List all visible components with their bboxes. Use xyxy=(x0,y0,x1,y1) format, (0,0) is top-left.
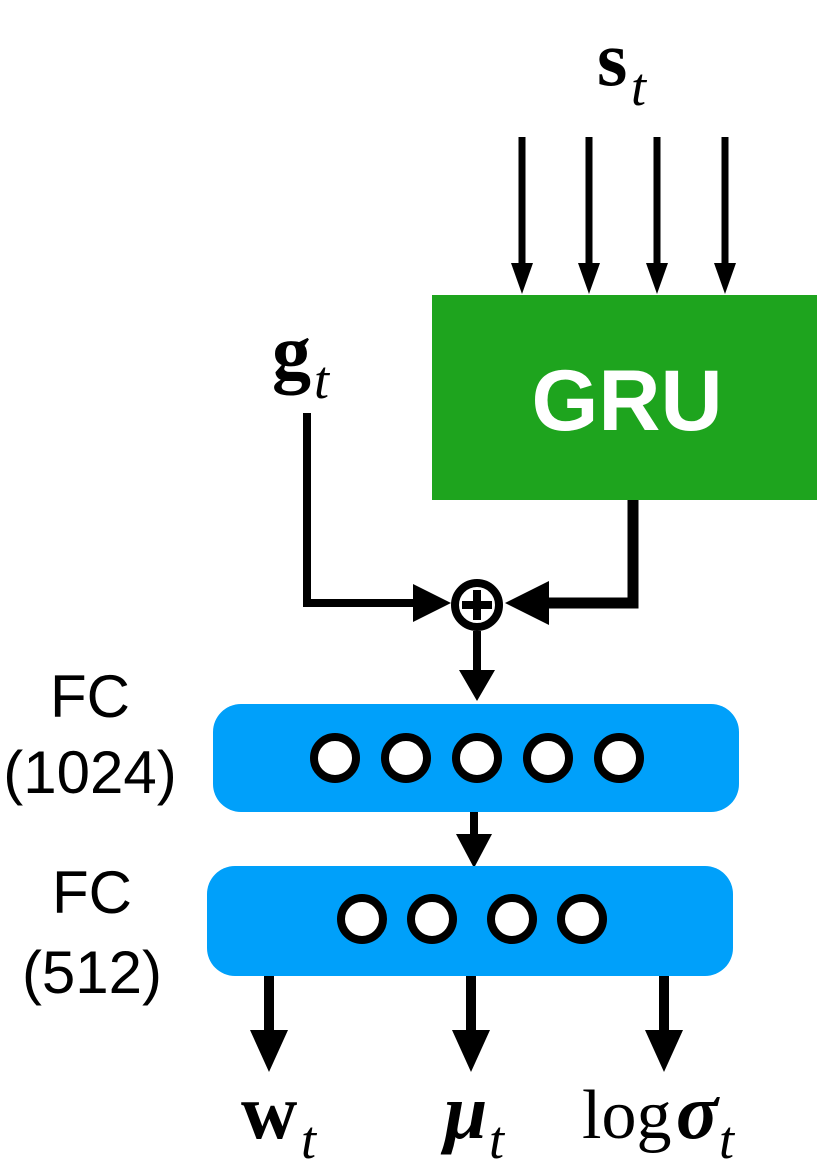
input-label: s t xyxy=(597,15,648,117)
gru-output-arrowhead xyxy=(505,581,549,625)
unit-node xyxy=(523,733,573,783)
input-label-base: s xyxy=(597,15,627,102)
context-arrowhead xyxy=(413,584,451,622)
output-label-log-prefix: log xyxy=(582,1077,671,1154)
gru-label: GRU xyxy=(531,353,722,449)
output-label-w-base: w xyxy=(241,1068,297,1155)
fc1-label-line2: (1024) xyxy=(3,739,176,806)
output-arrowhead xyxy=(452,1030,490,1072)
fc1-to-fc2-arrow xyxy=(456,812,492,868)
fc2-label: FC (512) xyxy=(22,859,162,1006)
input-arrowhead xyxy=(646,263,668,294)
output-label-log-sigma: log σ t xyxy=(582,1068,736,1170)
context-label-base: g xyxy=(272,308,311,395)
unit-node xyxy=(381,733,431,783)
unit-node xyxy=(337,894,387,944)
input-arrowhead xyxy=(578,263,600,294)
unit-node xyxy=(310,733,360,783)
fc1-nodes xyxy=(310,733,644,783)
unit-node xyxy=(557,894,607,944)
output-label-mu-base: μ xyxy=(440,1068,487,1155)
unit-node xyxy=(487,894,537,944)
input-arrows xyxy=(511,137,736,294)
output-label-w-subscript: t xyxy=(301,1110,318,1170)
context-arrow-line xyxy=(303,413,413,607)
fc2-nodes xyxy=(337,894,607,944)
fc1-label-line1: FC xyxy=(50,663,130,730)
unit-node xyxy=(594,733,644,783)
sum-output-arrowhead xyxy=(459,670,495,701)
output-label-mu: μ t xyxy=(440,1068,506,1170)
output-arrowhead xyxy=(250,1030,288,1072)
gru-output-arrow-line xyxy=(549,500,639,609)
context-arrow xyxy=(303,413,451,622)
fc1-label: FC (1024) xyxy=(3,663,176,806)
context-label: g t xyxy=(272,308,331,410)
context-label-subscript: t xyxy=(314,350,331,410)
fc2-label-line2: (512) xyxy=(22,939,162,1006)
output-label-sigma-subscript: t xyxy=(719,1110,736,1170)
fc2-label-line1: FC xyxy=(52,859,132,926)
sum-output-arrow xyxy=(459,631,495,701)
gru-box xyxy=(432,295,817,500)
output-arrows xyxy=(250,976,683,1072)
fc2-box xyxy=(207,866,733,976)
output-label-sigma-base: σ xyxy=(676,1068,720,1155)
sum-node xyxy=(451,579,503,631)
output-label-w: w t xyxy=(241,1068,318,1170)
unit-node xyxy=(407,894,457,944)
input-arrowhead xyxy=(511,263,533,294)
fc1-to-fc2-arrowhead xyxy=(456,834,492,868)
gru-output-arrow xyxy=(505,500,639,625)
unit-node xyxy=(452,733,502,783)
output-arrowhead xyxy=(645,1030,683,1072)
input-label-subscript: t xyxy=(631,57,648,117)
input-arrowhead xyxy=(714,263,736,294)
output-label-mu-subscript: t xyxy=(489,1110,506,1170)
